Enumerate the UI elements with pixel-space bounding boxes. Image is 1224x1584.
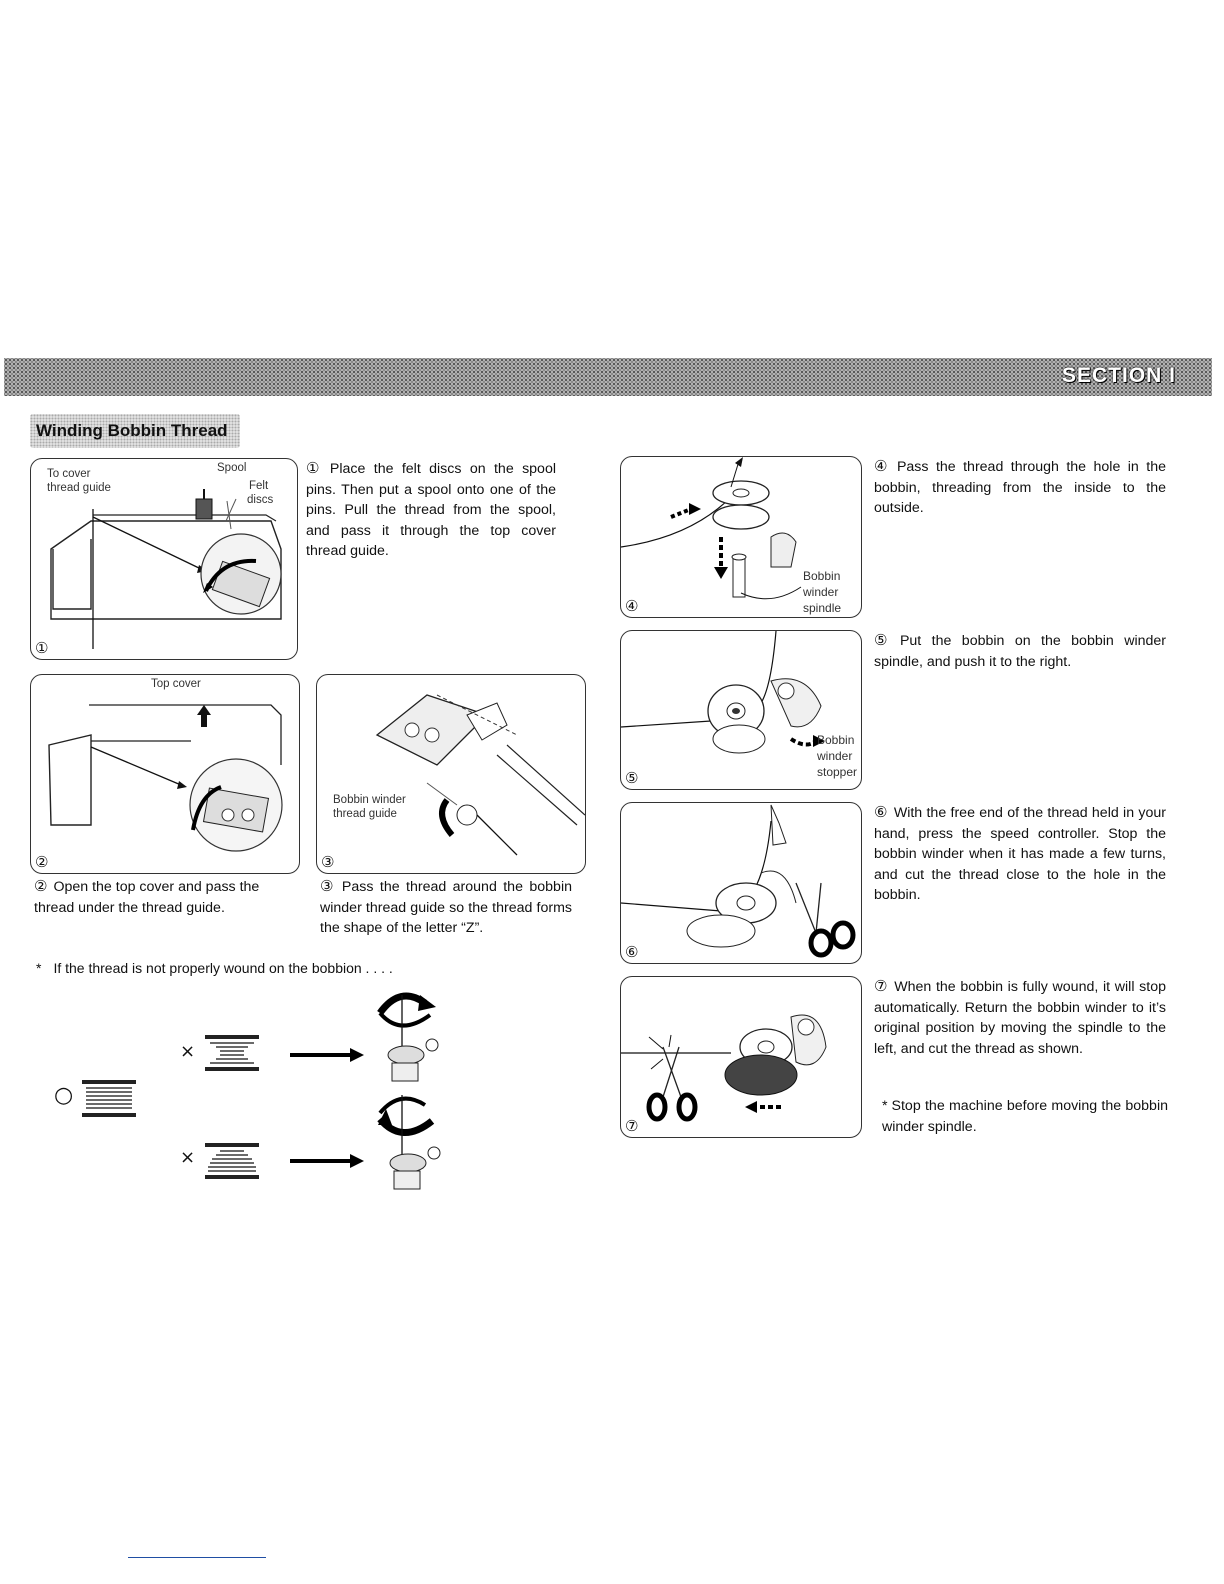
step-6-text: With the free end of the thread held in … (874, 805, 1166, 903)
figure-3-number: ③ (321, 853, 334, 871)
improper-wind-text: If the thread is not properly wound on t… (53, 960, 392, 976)
callout-bobbin-winder: Bobbin winder (333, 793, 406, 808)
arrow-icon-2 (290, 1154, 364, 1168)
figure-7-illustration (621, 977, 861, 1137)
figure-2-illustration (31, 675, 299, 873)
figure-7-number: ⑦ (625, 1117, 638, 1135)
callout-spool: Spool (217, 461, 246, 476)
figure-2-number: ② (35, 853, 48, 871)
figure-6: ⑥ (620, 802, 862, 964)
figure-1-number: ① (35, 639, 48, 657)
wrong-bobbin-graphic-2 (205, 1143, 259, 1179)
step-4-text: Pass the thread through the hole in the … (874, 459, 1166, 516)
step-5-text: Put the bobbin on the bobbin winder spin… (874, 633, 1166, 670)
callout-top-cover: Top cover (151, 677, 201, 692)
figure-6-number: ⑥ (625, 943, 638, 961)
figure-5: Bobbin winder stopper ⑤ (620, 630, 862, 790)
figure-4: Bobbin winder spindle ④ (620, 456, 862, 618)
arrow-icon-1 (290, 1048, 364, 1062)
figure-5-number: ⑤ (625, 769, 638, 787)
step-7-mark: ⑦ (874, 977, 888, 995)
callout-bobbin-4: Bobbin (803, 569, 840, 584)
stop-note-star: * (882, 1098, 888, 1114)
callout-felt: Felt (249, 479, 268, 494)
wrong-mark-1: × (180, 1041, 195, 1062)
step-3-mark: ③ (320, 877, 336, 895)
callout-to-cover: To cover (47, 467, 90, 482)
figure-6-illustration (621, 803, 861, 963)
wind-examples: ○ × × (40, 985, 470, 1210)
footer-divider (128, 1557, 266, 1558)
figure-7: ⑦ (620, 976, 862, 1138)
callout-winder-4: winder (803, 585, 838, 600)
callout-spindle: spindle (803, 601, 841, 616)
callout-discs: discs (247, 493, 273, 508)
figure-3-illustration (317, 675, 585, 873)
stop-note-text: Stop the machine before moving the bobbi… (882, 1098, 1168, 1135)
callout-stopper: stopper (817, 765, 857, 780)
improper-wind-note: * If the thread is not properly wound on … (36, 960, 456, 976)
section-banner: SECTION I (4, 358, 1212, 396)
step-6-mark: ⑥ (874, 803, 888, 821)
figure-3: Bobbin winder thread guide ③ (316, 674, 586, 874)
callout-bobbin-5: Bobbin (817, 733, 854, 748)
step-1-text: Place the felt discs on the spool pins. … (306, 461, 556, 559)
figure-4-number: ④ (625, 597, 638, 615)
wind-examples-illustration (40, 985, 470, 1210)
step-2-text: Open the top cover and pass the thread u… (34, 879, 259, 916)
callout-thread-guide-3: thread guide (333, 807, 397, 822)
tension-knob-graphic-1 (380, 995, 438, 1081)
correct-bobbin-graphic (82, 1080, 136, 1117)
callout-thread-guide: thread guide (47, 481, 111, 496)
step-1-mark: ① (306, 459, 324, 477)
step-5-mark: ⑤ (874, 631, 894, 649)
section-label: SECTION I (1062, 364, 1176, 388)
step-7-text: When the bobbin is fully wound, it will … (874, 979, 1166, 1057)
step-3-text: Pass the thread around the bobbin winder… (320, 879, 572, 936)
page-title-box: Winding Bobbin Thread (30, 414, 240, 448)
note-star: * (36, 960, 41, 976)
wrong-bobbin-graphic-1 (205, 1035, 259, 1071)
page-title: Winding Bobbin Thread (36, 421, 228, 440)
step-2-mark: ② (34, 877, 47, 895)
step-4-mark: ④ (874, 457, 891, 475)
stop-machine-note: *Stop the machine before moving the bobb… (882, 1096, 1168, 1137)
figure-1: To cover thread guide Spool Felt discs ① (30, 458, 298, 660)
wrong-mark-2: × (180, 1147, 195, 1168)
callout-winder-5: winder (817, 749, 852, 764)
correct-mark: ○ (54, 1083, 73, 1108)
figure-2: Top cover ② (30, 674, 300, 874)
tension-knob-graphic-2 (378, 1095, 440, 1189)
